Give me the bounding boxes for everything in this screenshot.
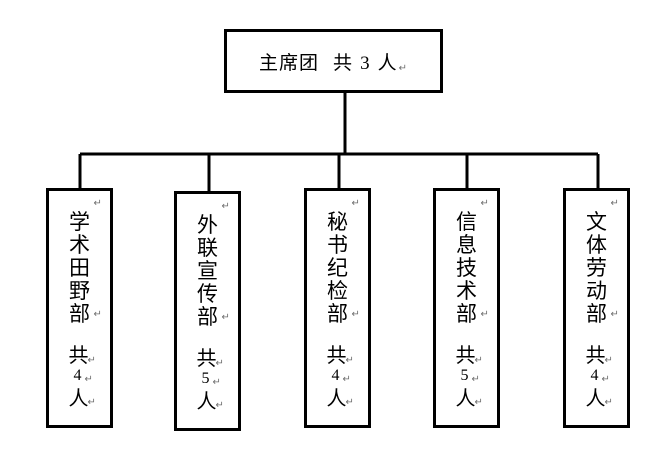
paragraph-mark-icon: ↵ [212, 377, 221, 388]
paragraph-mark-icon: ↵ [93, 309, 102, 320]
department-headcount: 共 ↵ 4 ↵ 人 ↵ [318, 344, 358, 414]
paragraph-mark-icon: ↵ [84, 374, 93, 385]
department-name: 秘书纪检部 [327, 210, 348, 326]
paragraph-mark-icon: ↵ [342, 374, 351, 385]
count-prefix: 共 [196, 346, 217, 370]
count-value: 4 [590, 367, 599, 384]
department-box-outreach-publicity: ↵ 外联宣传部 ↵ 共 ↵ 5 ↵ 人 ↵ [174, 191, 241, 431]
paragraph-mark-icon: ↵ [87, 397, 96, 408]
department-name: 外联宣传部 [197, 213, 218, 329]
paragraph-mark-icon: ↵ [221, 201, 230, 212]
count-unit: 人 [196, 389, 217, 413]
paragraph-mark-icon: ↵ [345, 355, 354, 366]
root-name: 主席团 [258, 51, 319, 74]
count-prefix: 共 [68, 343, 89, 367]
paragraph-mark-icon: ↵ [351, 198, 360, 209]
paragraph-mark-icon: ↵ [601, 374, 610, 385]
count-prefix: 共 [585, 343, 606, 367]
paragraph-mark-icon: ↵ [351, 309, 360, 320]
department-box-information-technology: ↵ 信息技术部 ↵ 共 ↵ 5 ↵ 人 ↵ [433, 188, 500, 428]
paragraph-mark-icon: ↵ [474, 355, 483, 366]
count-value: 5 [201, 370, 210, 387]
paragraph-mark-icon: ↵ [480, 309, 489, 320]
count-prefix: 共 [326, 343, 347, 367]
paragraph-mark-icon: ↵ [221, 312, 230, 323]
count-value: 4 [331, 367, 340, 384]
count-unit: 人 [68, 386, 89, 410]
paragraph-mark-icon: ↵ [610, 309, 619, 320]
count-value: 4 [73, 367, 82, 384]
count-unit: 人 [585, 386, 606, 410]
department-headcount: 共 ↵ 5 ↵ 人 ↵ [447, 344, 487, 414]
department-name: 文体劳动部 [586, 210, 607, 326]
count-unit: 人 [326, 386, 347, 410]
department-headcount: 共 ↵ 4 ↵ 人 ↵ [60, 344, 100, 414]
paragraph-mark-icon: ↵ [215, 358, 224, 369]
paragraph-mark-icon: ↵ [93, 198, 102, 209]
root-node-box: 主席团 共 3 人↵ [224, 29, 443, 93]
count-unit: 人 [455, 386, 476, 410]
paragraph-mark-icon: ↵ [345, 397, 354, 408]
department-headcount: 共 ↵ 4 ↵ 人 ↵ [577, 344, 617, 414]
department-box-secretariat-inspection: ↵ 秘书纪检部 ↵ 共 ↵ 4 ↵ 人 ↵ [304, 188, 371, 428]
paragraph-mark-icon: ↵ [215, 400, 224, 411]
paragraph-mark-icon: ↵ [471, 374, 480, 385]
paragraph-mark-icon: ↵ [604, 355, 613, 366]
paragraph-mark-icon: ↵ [480, 198, 489, 209]
root-count-unit: 人 [377, 51, 398, 74]
paragraph-mark-icon: ↵ [87, 355, 96, 366]
department-headcount: 共 ↵ 5 ↵ 人 ↵ [188, 347, 228, 417]
paragraph-mark-icon: ↵ [610, 198, 619, 209]
root-node-label: 主席团 共 3 人↵ [259, 48, 408, 75]
department-box-culture-sports-labor: ↵ 文体劳动部 ↵ 共 ↵ 4 ↵ 人 ↵ [563, 188, 630, 428]
department-box-academic-field: ↵ 学术田野部 ↵ 共 ↵ 4 ↵ 人 ↵ [46, 188, 113, 428]
paragraph-mark-icon: ↵ [474, 397, 483, 408]
count-value: 5 [460, 367, 469, 384]
paragraph-mark-icon: ↵ [604, 397, 613, 408]
department-name: 信息技术部 [456, 210, 477, 326]
department-name: 学术田野部 [69, 210, 90, 326]
root-count-prefix: 共 [333, 51, 354, 74]
root-count-value: 3 [360, 52, 371, 74]
paragraph-mark-icon: ↵ [398, 62, 409, 74]
count-prefix: 共 [455, 343, 476, 367]
